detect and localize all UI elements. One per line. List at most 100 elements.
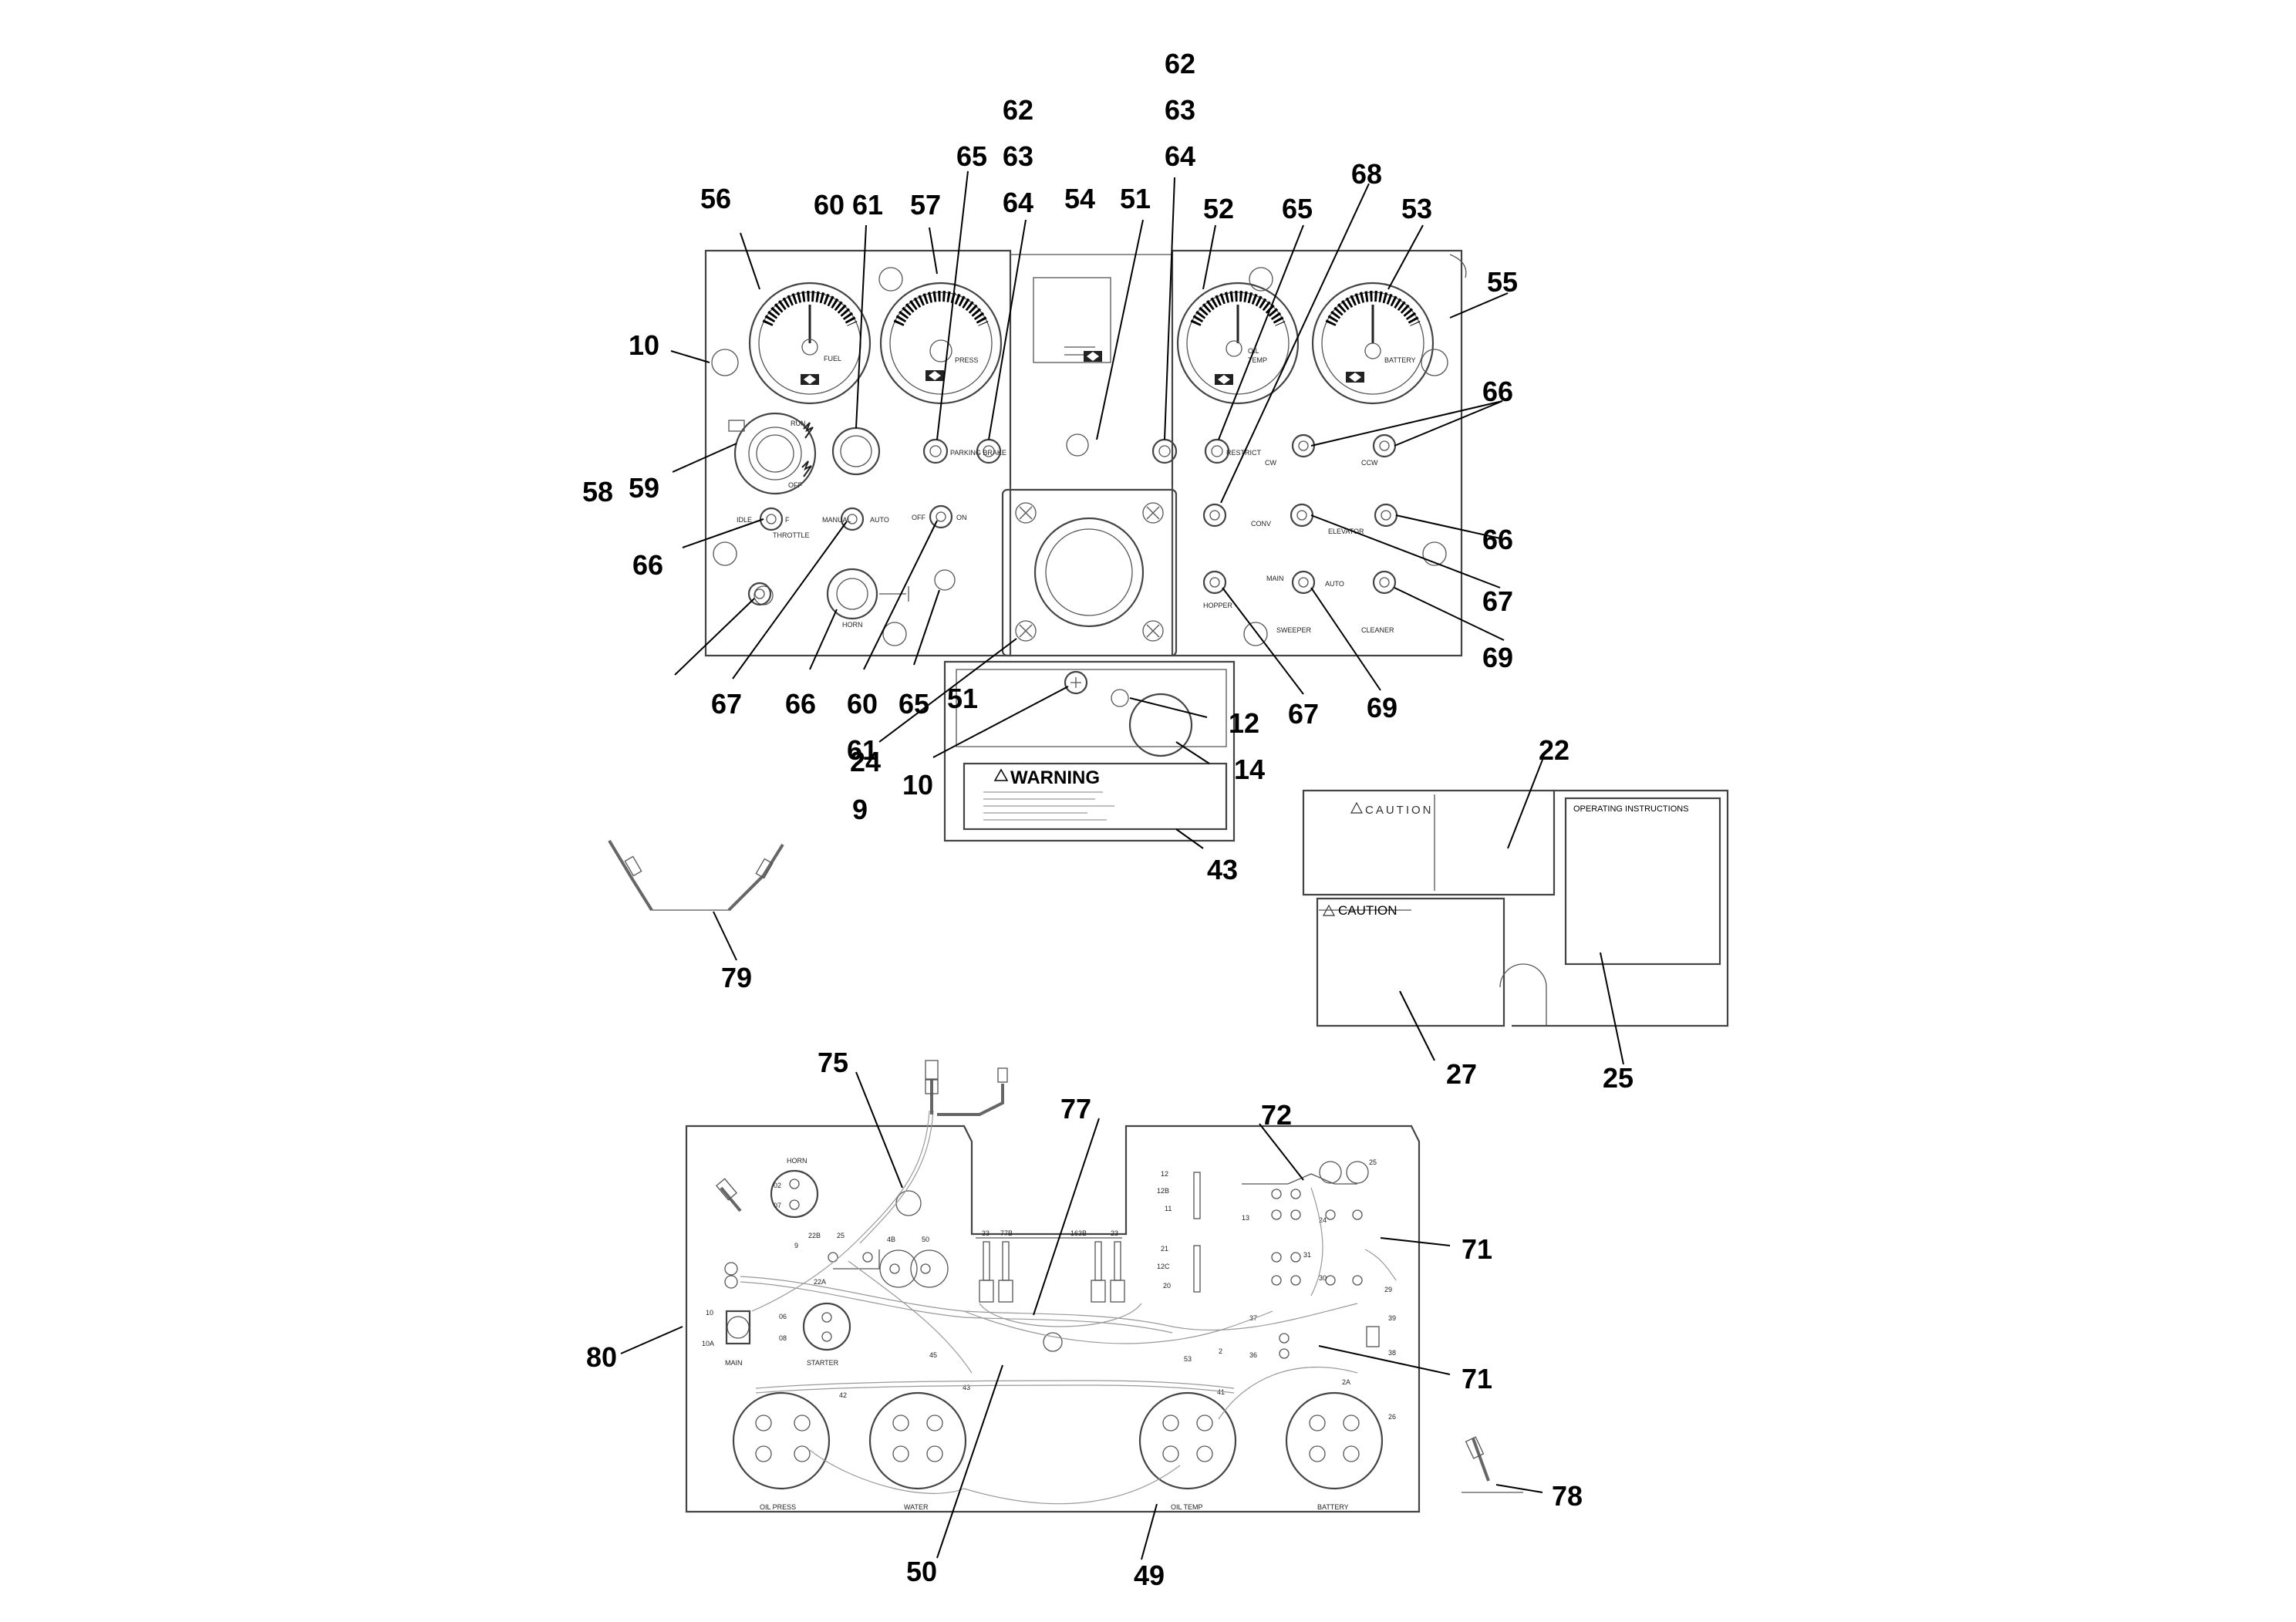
sweeper-label: SWEEPER: [1276, 626, 1312, 634]
warning-title: WARNING: [1010, 767, 1100, 788]
fast-label: F: [785, 516, 790, 524]
callout-22: 22: [1539, 734, 1569, 766]
water-label: WATER: [904, 1503, 929, 1511]
wire-label: 2A: [1342, 1378, 1350, 1386]
temp-gauge-label: TEMP: [1248, 356, 1267, 364]
callout-65c: 65: [899, 688, 929, 720]
callout-67b: 67: [1482, 585, 1513, 617]
wire-label: 37: [1249, 1314, 1257, 1322]
conv-label: CONV: [1251, 520, 1271, 528]
parking-brake-label: PARKING BRAKE: [950, 449, 1006, 457]
starter-relay: STARTER 06 08: [779, 1302, 851, 1367]
callout-61b: 61: [847, 734, 878, 766]
wire-label: 39: [1388, 1314, 1396, 1322]
fuse-holder: 33 77B 163B 23: [979, 1229, 1125, 1352]
access-cover: [1128, 693, 1193, 757]
main-label: MAIN: [1266, 575, 1284, 582]
callout-57: 57: [910, 189, 941, 221]
callout-49: 49: [1134, 1560, 1165, 1591]
caution-left-title: CAUTION: [1338, 903, 1397, 918]
cw-label: CW: [1265, 459, 1276, 467]
wire-label: 38: [1388, 1349, 1396, 1357]
callout-63b: 63: [1165, 94, 1195, 126]
callout-64b: 64: [1165, 140, 1195, 172]
wire-label: 43: [963, 1384, 970, 1391]
wire-label: 33: [982, 1229, 990, 1237]
callout-69b: 69: [1367, 692, 1397, 723]
wire-label: 10A: [702, 1340, 714, 1347]
callout-62b: 62: [1165, 48, 1195, 79]
callout-69a: 69: [1482, 642, 1513, 673]
wire-label: 06: [779, 1313, 787, 1320]
wire-label: 26: [1388, 1413, 1396, 1421]
wire-label: 41: [1217, 1388, 1225, 1396]
callout-12: 12: [1229, 707, 1259, 739]
drain-plug: [1064, 670, 1088, 695]
callout-66a: 66: [632, 549, 663, 581]
on-label: ON: [956, 514, 967, 521]
wire-label: 31: [1303, 1251, 1311, 1259]
wire-label: 13: [1242, 1214, 1249, 1222]
wire-label: 12: [1161, 1170, 1168, 1178]
wire-label: 25: [837, 1232, 845, 1239]
horn-relay: HORN 02 07: [770, 1157, 819, 1219]
callout-68: 68: [1351, 158, 1382, 190]
oil-temp-gauge: OIL TEMP 41: [1138, 1388, 1237, 1511]
callout-78: 78: [1552, 1480, 1583, 1512]
callout-75: 75: [818, 1047, 848, 1078]
water-gauge: WATER 43: [868, 1384, 970, 1511]
cover-plate: WARNING: [943, 660, 1236, 842]
off-label: OFF: [912, 514, 925, 521]
callout-53: 53: [1401, 193, 1432, 224]
callout-71a: 71: [1462, 1233, 1492, 1265]
connector-80: [716, 1178, 742, 1212]
harness-79: [608, 839, 784, 912]
battery-sender-gauge: BATTERY 2A 26: [1285, 1378, 1396, 1511]
wire-label: 163B: [1070, 1229, 1087, 1237]
callout-71b: 71: [1462, 1363, 1492, 1394]
wire-label: 24: [1319, 1216, 1327, 1224]
callout-10a: 10: [629, 329, 659, 361]
callout-67a: 67: [711, 688, 742, 720]
wire-label: 23: [1111, 1229, 1118, 1237]
wire-label: 12B: [1157, 1187, 1169, 1195]
callout-58: 58: [582, 476, 613, 508]
center-port: [1033, 517, 1145, 628]
callout-79: 79: [721, 962, 752, 993]
wire-label: 42: [839, 1391, 847, 1399]
callout-25: 25: [1603, 1062, 1633, 1094]
wire-label: 9: [794, 1242, 798, 1249]
callout-66c: 66: [1482, 524, 1513, 555]
starter-label: STARTER: [807, 1359, 839, 1367]
callout-62a: 62: [1003, 94, 1033, 126]
toggle-switch: [1151, 433, 1398, 595]
harness-75: [925, 1060, 1008, 1116]
callout-65b: 65: [1282, 193, 1313, 224]
wire-label: 22B: [808, 1232, 821, 1239]
wire-harness: [740, 1110, 1397, 1505]
wire-label: 07: [774, 1202, 781, 1209]
wire-label: 36: [1249, 1351, 1257, 1359]
wire-label: 02: [774, 1182, 781, 1189]
callout-59: 59: [629, 472, 659, 504]
electrical-panel: HORN 02 07 STARTER 06 08 MAIN 10 10A 22B: [685, 1060, 1523, 1513]
callout-50: 50: [906, 1556, 937, 1587]
callout-51b: 51: [947, 683, 978, 714]
fuel-gauge: FUEL: [748, 282, 872, 405]
oil-press-label: OIL PRESS: [760, 1503, 796, 1511]
horn-relay-label: HORN: [787, 1157, 807, 1165]
callout-72: 72: [1261, 1099, 1292, 1131]
wire-label: 21: [1161, 1245, 1168, 1253]
callout-52: 52: [1203, 193, 1234, 224]
operating-instructions-decal: [1564, 797, 1721, 966]
callout-65a: 65: [956, 140, 987, 172]
oil-temp-label: OIL TEMP: [1171, 1503, 1203, 1511]
horn-button: HORN: [826, 568, 909, 629]
wire-label: 30: [1319, 1274, 1327, 1282]
wire-label: 22A: [814, 1278, 826, 1286]
callout-9: 9: [852, 794, 868, 825]
decal-sheet: CAUTION CAUTION OPERATING INSTRUCTIONS: [1302, 789, 1729, 1027]
horn-label: HORN: [842, 621, 863, 629]
key-switch: RUN OFF: [728, 412, 817, 495]
